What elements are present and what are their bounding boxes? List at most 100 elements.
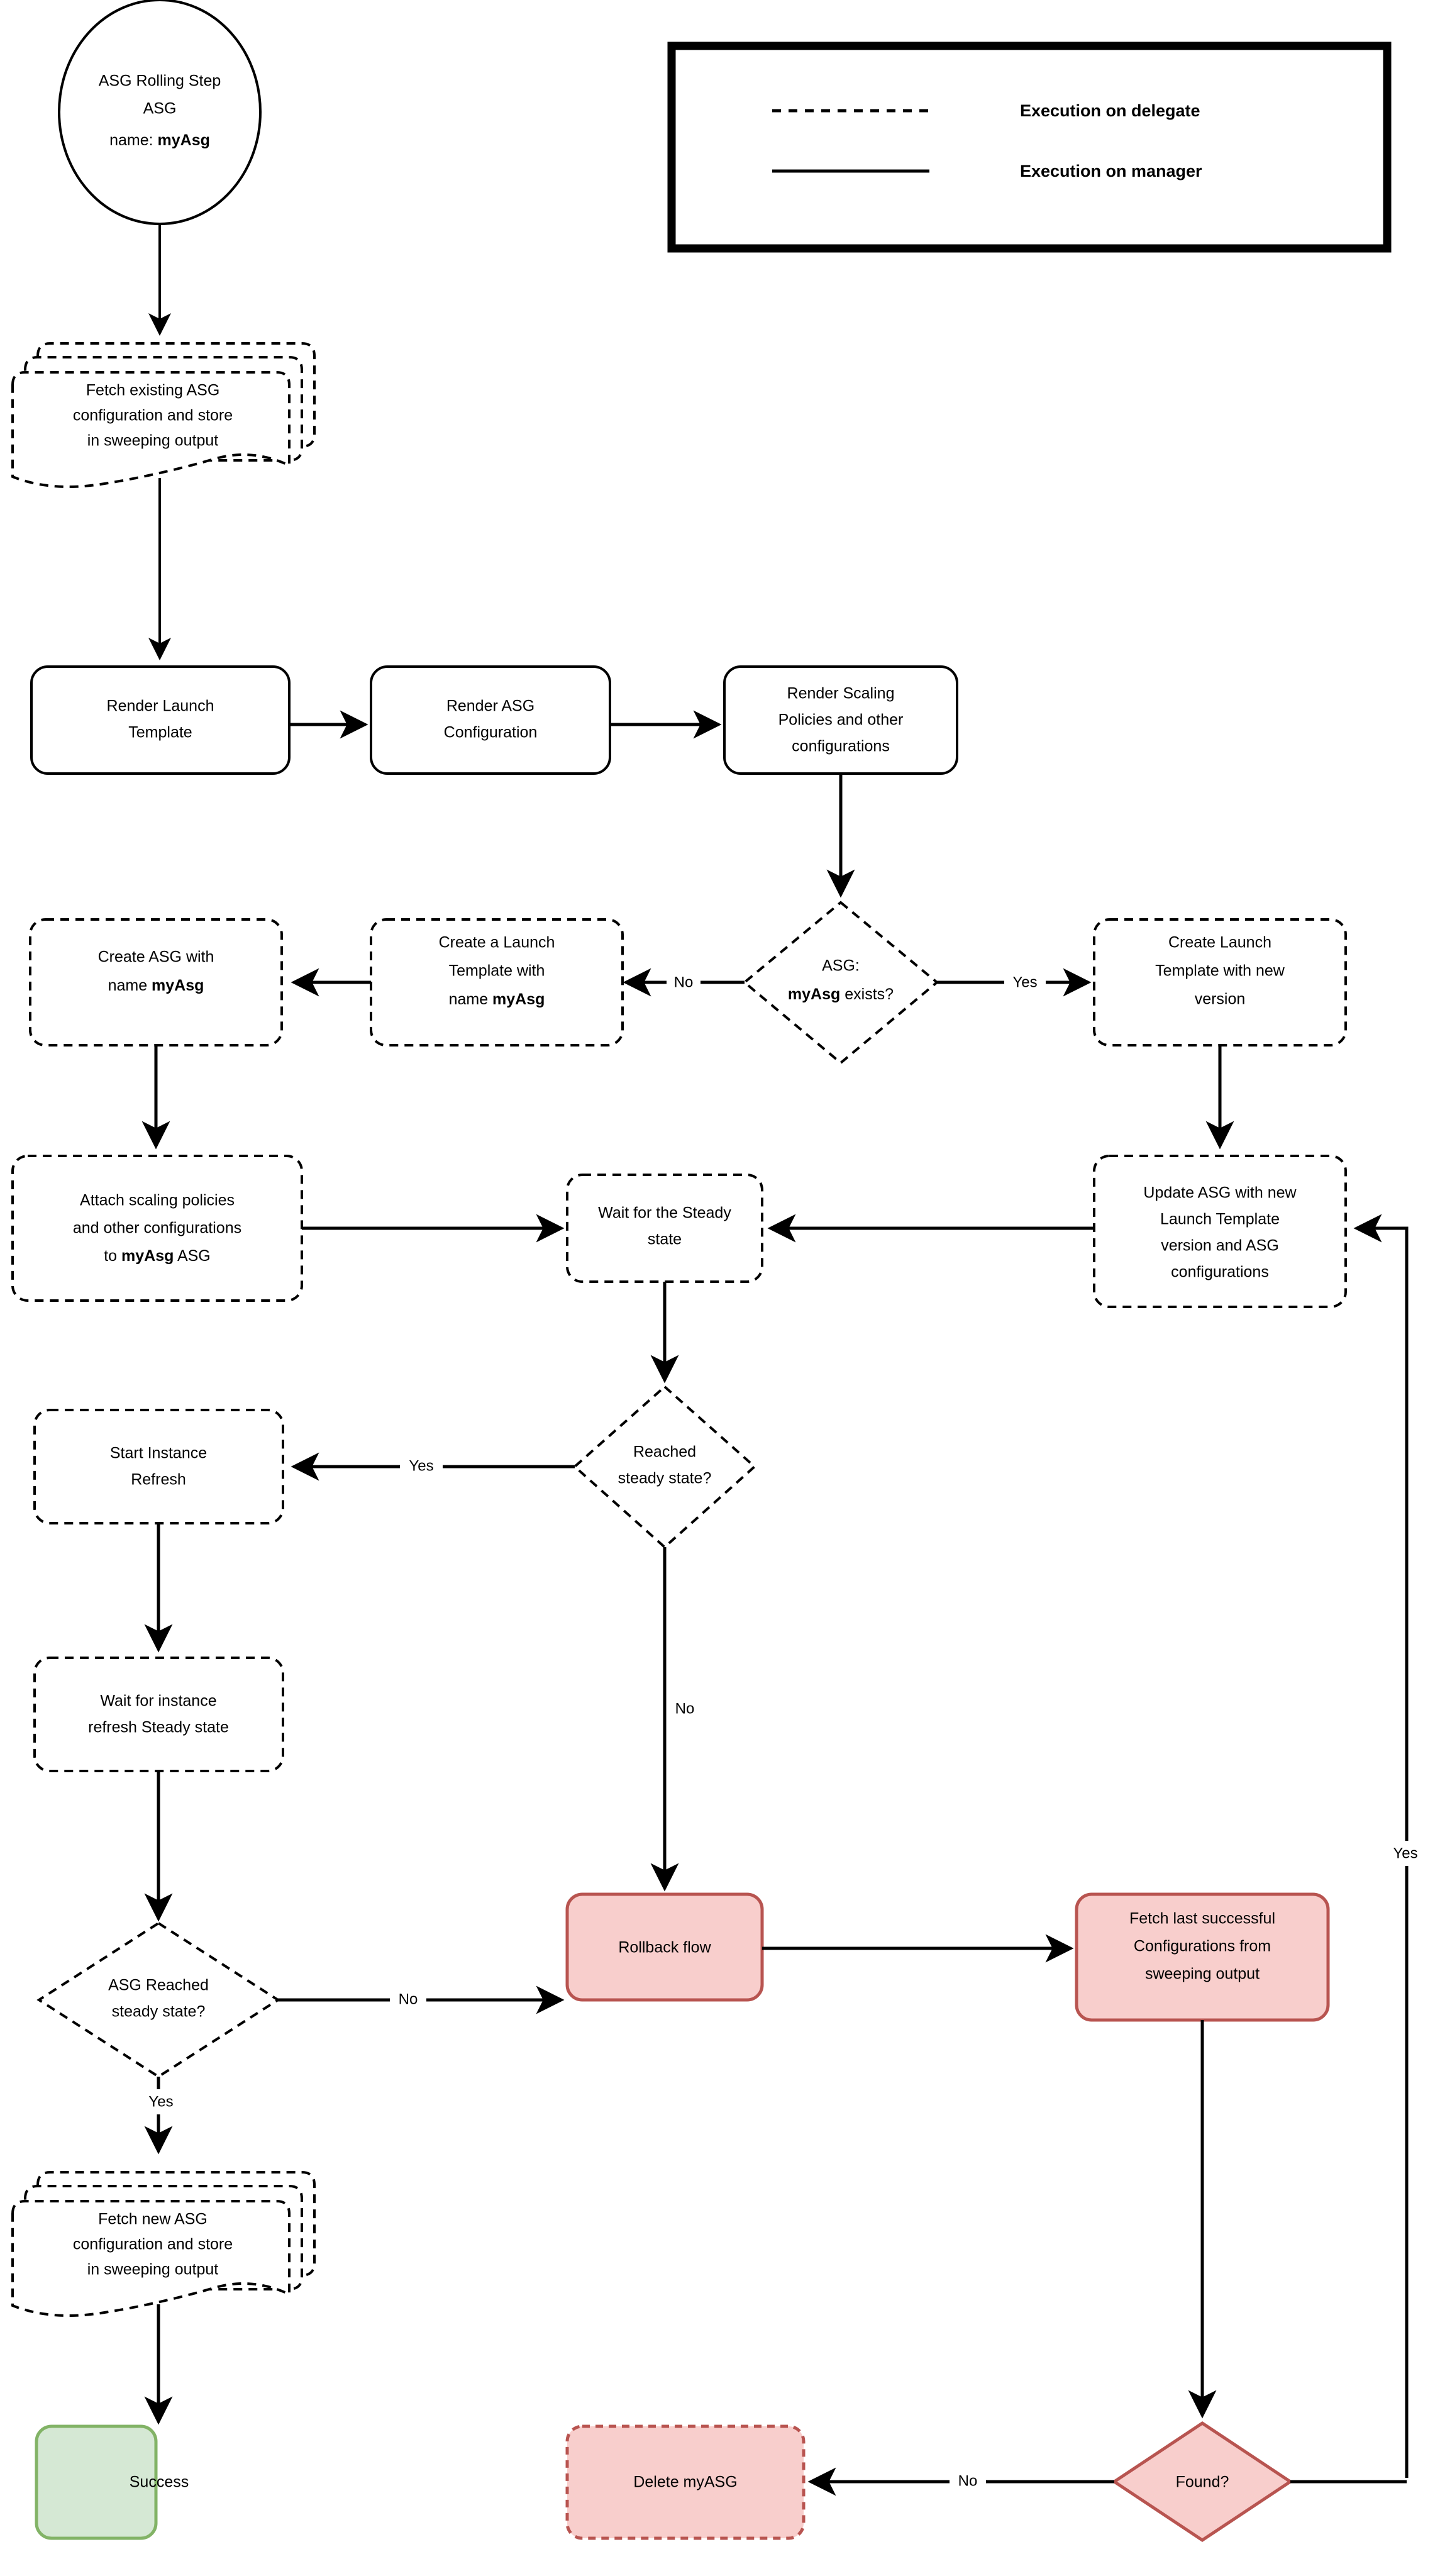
edge-label-bg-exists-yes [1004,970,1046,994]
node-rollback-flow-label: Rollback flow [618,1939,711,1957]
node-update-asg-line2: Launch Template [1160,1211,1280,1228]
legend-label-delegate: Execution on delegate [1020,101,1200,120]
node-create-lt-named-line2: Template with [449,962,545,980]
node-update-asg-line4: configurations [1171,1263,1269,1281]
node-attach-line1: Attach scaling policies [80,1192,235,1209]
node-fetch-existing-asg-line1: Fetch existing ASG [86,382,220,399]
node-render-asg-configuration[interactable]: Render ASG Configuration [370,665,611,775]
node-create-asg-prefix: name [108,977,152,994]
node-render-launch-template-line2: Template [128,724,192,741]
node-start-refresh-line2: Refresh [131,1471,186,1489]
node-fetch-new-asg-line1: Fetch new ASG [98,2211,208,2228]
node-render-scaling-line1: Render Scaling [787,685,895,702]
node-start-line3-prefix: name: [109,131,157,149]
node-decision-asg-exists-line2: myAsg exists? [788,985,894,1003]
node-reached-steady-line2: steady state? [618,1470,712,1487]
edge-label-bg-found-yes [1382,1841,1426,1866]
edge-label-asg-reached-no: No [399,1990,418,2007]
node-delete-myasg-label: Delete myASG [633,2473,737,2491]
edge-label-reached-no: No [675,1700,695,1717]
edge-label-reached-yes: Yes [409,1457,433,1474]
node-start-line1: ASG Rolling Step [99,72,221,90]
node-update-asg[interactable]: Update ASG with new Launch Template vers… [1093,1155,1347,1308]
node-create-lt-new-line2: Template with new [1155,962,1285,980]
edge-label-found-no: No [958,2472,978,2489]
edge-label-found-yes: Yes [1393,1845,1417,1862]
node-fetch-last-line2: Configurations from [1134,1938,1271,1955]
node-found-label: Found? [1176,2473,1229,2491]
node-wait-steady-line2: state [648,1231,682,1248]
edge-label-bg-reached-yes [400,1453,443,1479]
node-success-label: Success [130,2473,189,2491]
node-fetch-new-asg-line3: in sweeping output [87,2261,219,2279]
node-success[interactable]: Success [35,2424,282,2540]
node-start[interactable]: ASG Rolling Step ASG name: myAsg [58,0,262,225]
edge-label-bg-found-no [950,2468,986,2494]
legend: Execution on delegate Execution on manag… [667,42,1392,253]
node-delete-myasg[interactable]: Delete myASG [565,2424,806,2540]
node-asg-reached-line2: steady state? [112,2003,206,2021]
node-decision-found[interactable]: Found? [1111,2421,1293,2543]
node-wait-steady-line1: Wait for the Steady [598,1204,731,1222]
node-start-line3-bold: myAsg [158,131,210,149]
node-create-asg[interactable]: Create ASG with name myAsg [29,918,283,1046]
node-start-line2: ASG [143,100,177,118]
node-decision-asg-exists-bold: myAsg [788,985,840,1003]
node-create-launch-template-new-version[interactable]: Create Launch Template with new version [1093,918,1347,1046]
node-render-launch-template[interactable]: Render Launch Template [30,665,291,775]
node-attach-scaling-policies[interactable]: Attach scaling policies and other config… [11,1155,303,1302]
node-wait-instance-refresh[interactable]: Wait for instance refresh Steady state [33,1657,284,1772]
edge-label-exists-yes: Yes [1012,974,1037,991]
edge-label-bg-exists-no [667,970,701,994]
node-fetch-new-asg-line2: configuration and store [73,2236,233,2253]
node-render-scaling-line3: configurations [792,738,890,755]
node-create-asg-line2: name myAsg [108,977,204,994]
node-render-scaling-line2: Policies and other [778,711,904,729]
node-create-asg-bold: myAsg [152,977,204,994]
node-start-refresh-line1: Start Instance [110,1445,207,1462]
node-asg-reached-line1: ASG Reached [108,1977,209,1994]
node-render-launch-template-line1: Render Launch [107,697,214,715]
node-attach-line3: to myAsg ASG [104,1247,211,1265]
node-create-lt-new-line3: version [1195,991,1246,1008]
node-fetch-last-line3: sweeping output [1145,1965,1260,1983]
node-fetch-last-line1: Fetch last successful [1129,1910,1275,1928]
node-fetch-existing-asg-line2: configuration and store [73,407,233,425]
node-decision-asg-reached-steady[interactable]: ASG Reached steady state? [36,1921,280,2079]
edge-found-yes-loop [1353,1214,1409,2478]
node-attach-suffix: ASG [174,1247,210,1265]
node-fetch-last-successful[interactable]: Fetch last successful Configurations fro… [1075,1892,1330,2022]
node-render-scaling-policies[interactable]: Render Scaling Policies and other config… [723,665,958,775]
node-decision-asg-exists-rest: exists? [840,985,894,1003]
edge-label-asg-reached-yes: Yes [148,2093,173,2110]
node-update-asg-line3: version and ASG [1161,1237,1279,1255]
node-attach-prefix: to [104,1247,121,1265]
edge-label-bg-asg-reached-no [390,1987,426,2012]
node-decision-reached-steady[interactable]: Reached steady state? [572,1385,757,1549]
node-create-lt-named-line1: Create a Launch [439,934,555,952]
node-rollback-flow[interactable]: Rollback flow [565,1892,764,2002]
node-attach-line2: and other configurations [73,1219,241,1237]
node-fetch-existing-asg-line3: in sweeping output [87,432,219,450]
node-decision-asg-exists-line1: ASG: [822,957,860,975]
node-create-launch-template-named[interactable]: Create a Launch Template with name myAsg [370,918,624,1046]
node-fetch-new-asg-config[interactable]: Fetch new ASG configuration and store in… [11,2171,316,2317]
node-create-lt-named-bold: myAsg [492,991,545,1008]
node-start-instance-refresh[interactable]: Start Instance Refresh [33,1409,284,1524]
edge-label-bg-asg-reached-yes [140,2089,182,2114]
node-reached-steady-line1: Reached [633,1443,696,1461]
node-fetch-existing-asg[interactable]: Fetch existing ASG configuration and sto… [11,342,316,488]
edge-label-bg-reached-no [667,1696,703,1721]
node-create-lt-named-line3: name myAsg [449,991,545,1008]
node-wait-refresh-line1: Wait for instance [100,1692,216,1710]
node-wait-refresh-line2: refresh Steady state [88,1719,229,1736]
node-decision-asg-exists[interactable]: ASG: myAsg exists? [742,901,939,1065]
node-render-asg-configuration-line1: Render ASG [446,697,534,715]
node-start-line3: name: myAsg [109,131,210,149]
node-update-asg-line1: Update ASG with new [1143,1184,1297,1202]
edge-label-exists-no: No [674,974,694,991]
node-wait-steady-state[interactable]: Wait for the Steady state [566,1174,763,1283]
node-create-asg-line1: Create ASG with [98,948,214,966]
